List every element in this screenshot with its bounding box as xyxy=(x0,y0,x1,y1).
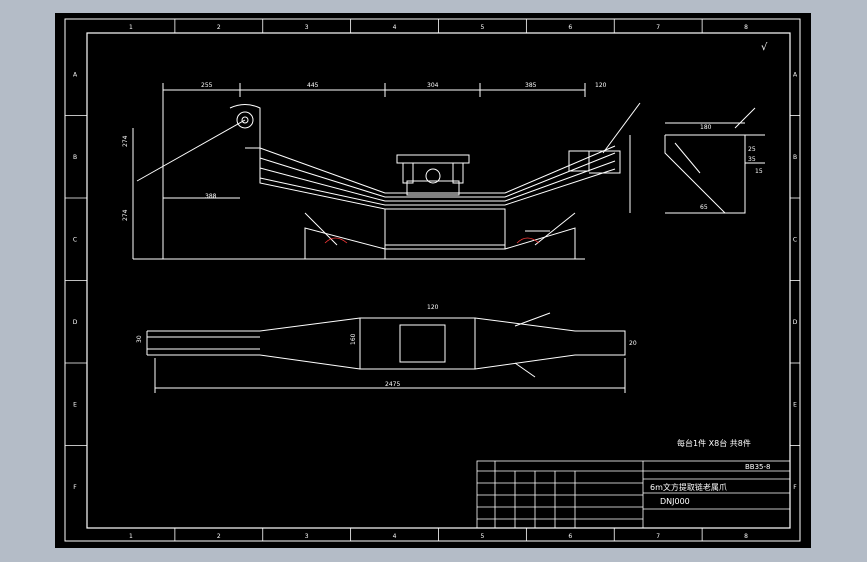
dim-304: 304 xyxy=(427,82,439,89)
outer-frame xyxy=(64,18,801,542)
zone-row-A: A xyxy=(73,71,78,78)
zone-row-C: C xyxy=(793,236,797,243)
model-number: DNJ000 xyxy=(660,497,690,506)
zone-row-E: E xyxy=(793,401,797,408)
weld-marks xyxy=(324,237,540,244)
zone-col-7: 7 xyxy=(656,24,660,31)
quantity-note: 每台1件 X8台 共8件 xyxy=(677,438,751,448)
zone-col-6: 6 xyxy=(568,533,572,540)
zone-col-2: 2 xyxy=(217,533,221,540)
zone-row-F: F xyxy=(793,484,797,491)
zone-col-3: 3 xyxy=(305,533,309,540)
zone-col-4: 4 xyxy=(393,24,397,31)
zone-col-5: 5 xyxy=(481,533,485,540)
zone-row-B: B xyxy=(793,154,797,161)
zone-row-B: B xyxy=(73,154,77,161)
front-view xyxy=(132,83,641,260)
dim-35: 35 xyxy=(748,156,756,163)
dim-274-b: 274 xyxy=(122,209,129,221)
inner-frame xyxy=(86,32,791,529)
dim-255: 255 xyxy=(201,82,213,89)
zone-col-7: 7 xyxy=(656,533,660,540)
drawing-number: BB35-8 xyxy=(745,463,771,471)
dim-20: 20 xyxy=(629,340,637,347)
dim-274-a: 274 xyxy=(122,135,129,147)
zone-row-C: C xyxy=(73,236,77,243)
zone-row-A: A xyxy=(793,71,798,78)
zone-col-6: 6 xyxy=(568,24,572,31)
detail-view xyxy=(629,107,765,214)
zone-col-8: 8 xyxy=(744,533,748,540)
zone-row-E: E xyxy=(73,401,77,408)
zone-col-2: 2 xyxy=(217,24,221,31)
zone-col-1: 1 xyxy=(129,533,133,540)
dim-445: 445 xyxy=(307,82,319,89)
dim-25: 25 xyxy=(748,146,756,153)
dim-65: 65 xyxy=(700,204,708,211)
top-view xyxy=(146,312,626,393)
dim-160: 160 xyxy=(350,333,357,345)
zone-row-D: D xyxy=(73,319,78,326)
dim-2475: 2475 xyxy=(385,381,400,388)
pivot-hole xyxy=(236,111,254,129)
zone-col-4: 4 xyxy=(393,533,397,540)
zone-col-3: 3 xyxy=(305,24,309,31)
dim-30: 30 xyxy=(136,335,143,343)
zone-col-5: 5 xyxy=(481,24,485,31)
dim-385: 385 xyxy=(525,82,537,89)
zone-row-D: D xyxy=(793,319,798,326)
surface-roughness-symbol: √ xyxy=(761,42,768,53)
zone-col-8: 8 xyxy=(744,24,748,31)
zone-row-F: F xyxy=(73,484,77,491)
part-name: 6m文方提取链老属爪 xyxy=(650,482,727,492)
dim-15: 15 xyxy=(755,168,763,175)
title-block xyxy=(476,460,791,529)
zone-col-1: 1 xyxy=(129,24,133,31)
dim-120-top: 120 xyxy=(427,304,439,311)
dim-180: 180 xyxy=(700,124,712,131)
dim-388: 388 xyxy=(205,193,217,200)
dim-120: 120 xyxy=(595,82,607,89)
